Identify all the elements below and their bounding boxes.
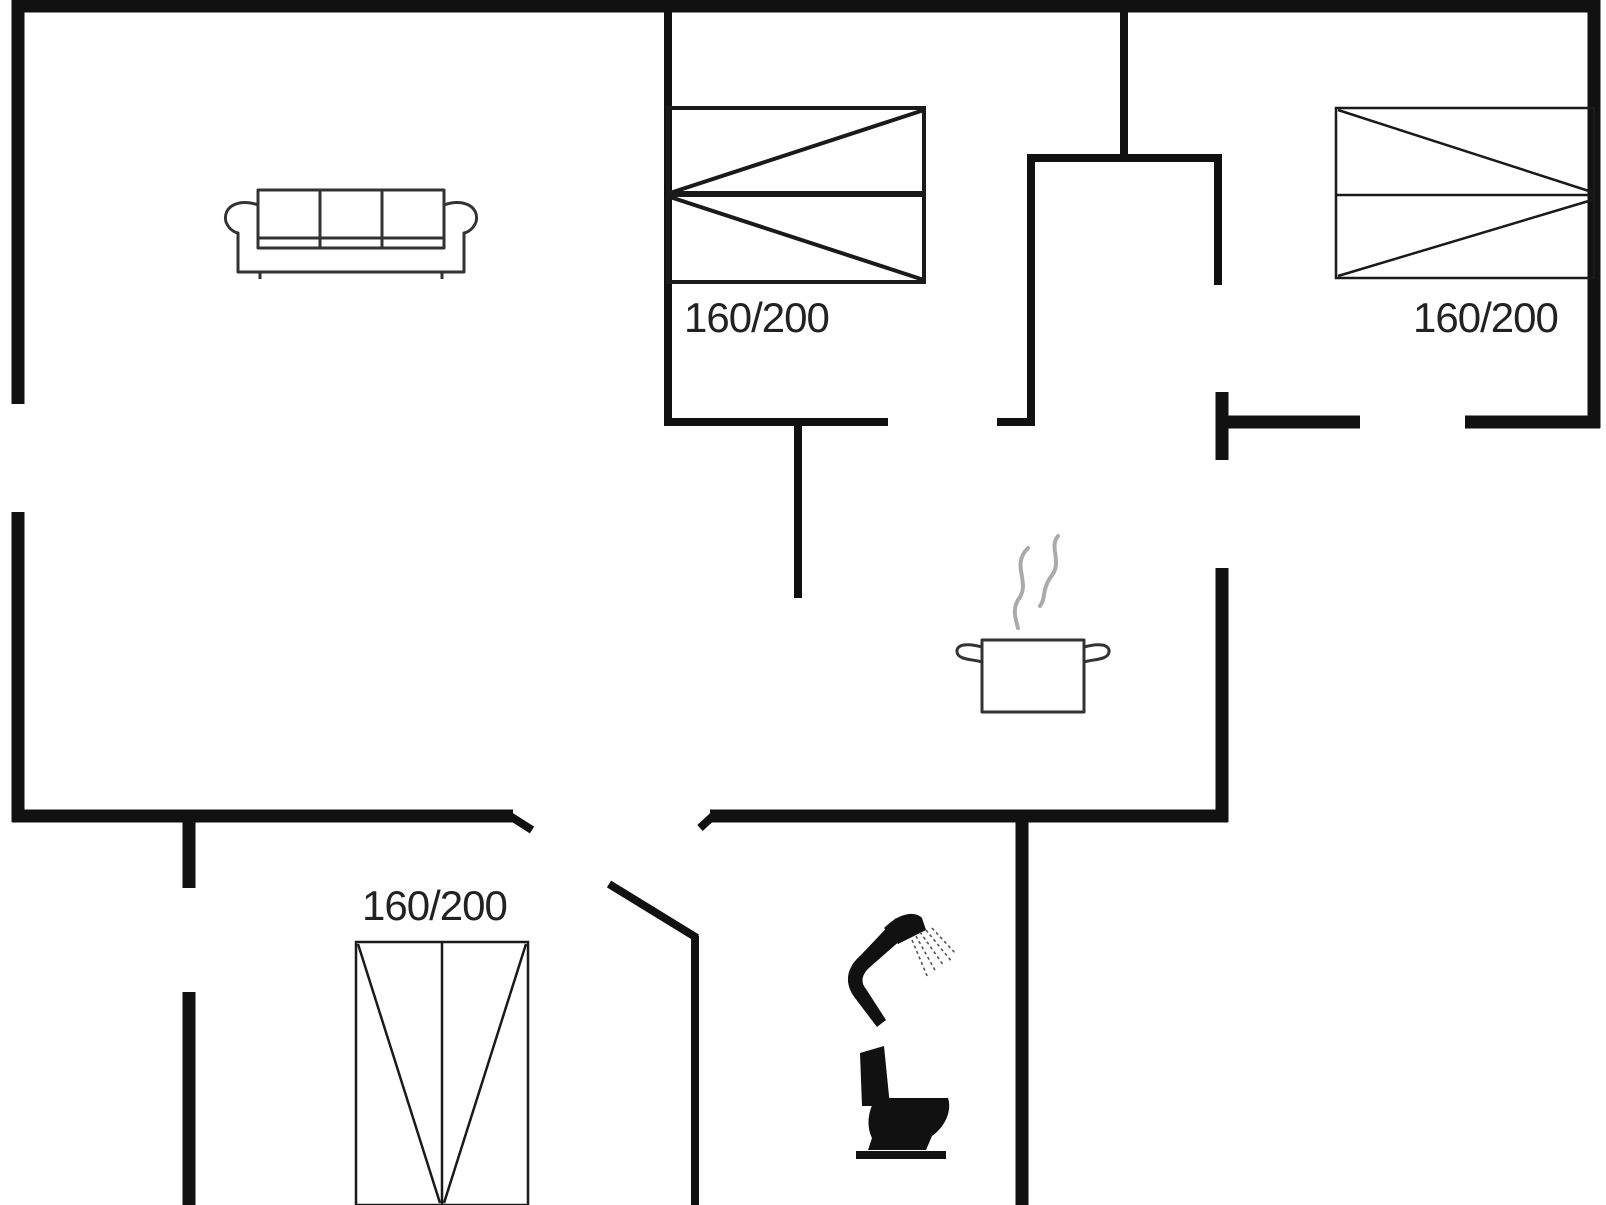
bed-3-cover-right (442, 943, 528, 1204)
toilet-bowl (868, 1098, 950, 1150)
bed-2-size-label: 160/200 (1413, 294, 1558, 341)
toilet-tank (860, 1046, 890, 1106)
toilet-icon (856, 1046, 950, 1159)
bed-2: 160/200 (1334, 106, 1596, 341)
wall-corridor-angle-left (507, 812, 535, 834)
pot-handle-left (955, 643, 983, 664)
bed-1-size-label: 160/200 (684, 294, 829, 341)
sofa-arm-right (443, 200, 479, 274)
bed-3-cover-left (356, 943, 442, 1204)
steam-left (1012, 546, 1030, 630)
sofa-icon (223, 188, 479, 279)
bed-2-cover-top (1337, 108, 1593, 194)
shower-hose (847, 918, 910, 1027)
bed-1-cover-top (669, 108, 925, 195)
shower-icon (847, 913, 957, 1027)
pot-body (980, 638, 1086, 714)
cooking-pot-icon (955, 534, 1111, 714)
sofa-back (256, 188, 446, 250)
shower-spray (911, 927, 957, 979)
wall-corridor-angle-right (697, 813, 716, 831)
bed-2-cover-bottom (1337, 198, 1593, 278)
bed-2-frame (1334, 106, 1596, 280)
steam-right (1038, 534, 1060, 608)
sofa-arm-left (223, 200, 259, 274)
door-bathroom-swing (606, 880, 700, 942)
bed-1: 160/200 (666, 106, 926, 341)
bed-3: 160/200 (354, 882, 530, 1205)
pot-handle-right (1083, 643, 1111, 664)
bed-1-cover-bottom (669, 195, 925, 282)
walls (11, 0, 1601, 1205)
shower-head (884, 913, 926, 944)
bed-3-size-label: 160/200 (362, 882, 507, 929)
interior-walls (507, 6, 1222, 1205)
wall-closet (1027, 154, 1222, 426)
